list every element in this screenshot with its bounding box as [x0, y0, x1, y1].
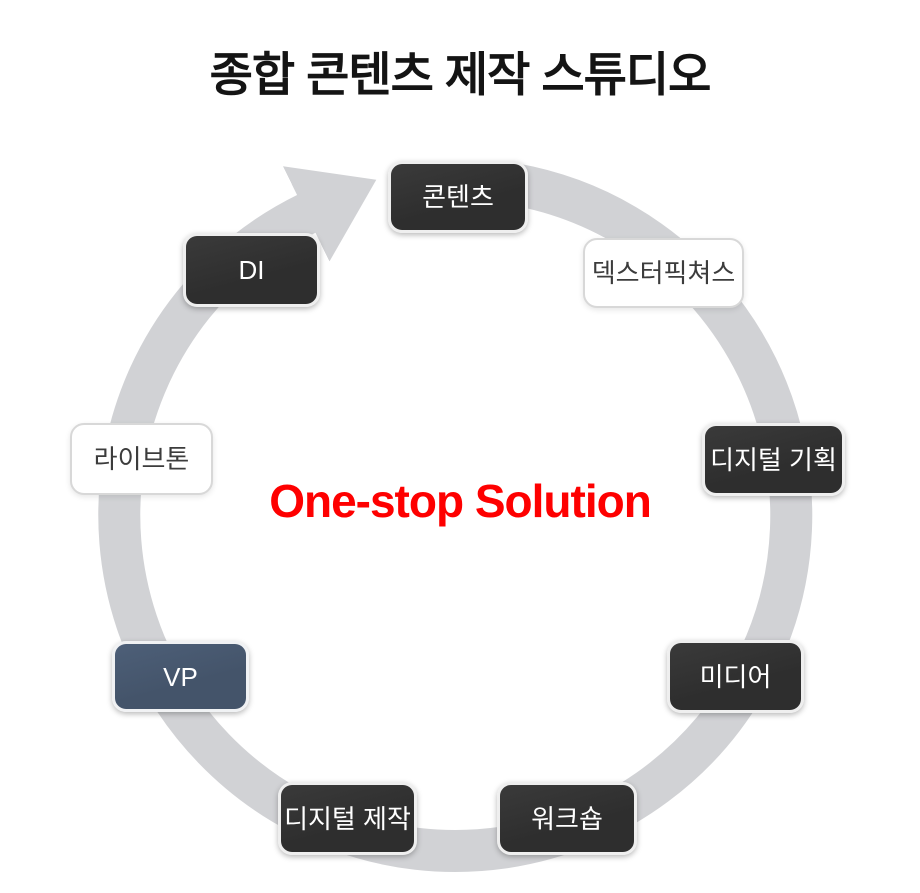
diagram-title: 종합 콘텐츠 제작 스튜디오: [209, 48, 712, 101]
node-digital-planning: 디지털 기획: [702, 423, 845, 496]
node-media: 미디어: [667, 640, 804, 713]
node-di: DI: [183, 233, 320, 307]
node-liveton: 라이브톤: [70, 423, 213, 495]
center-label: One-stop Solution: [269, 475, 652, 527]
node-vp: VP: [112, 641, 249, 712]
node-contents: 콘텐츠: [388, 161, 528, 233]
node-digital-production: 디지털 제작: [278, 782, 417, 855]
node-workshop: 워크숍: [497, 782, 637, 855]
node-dexter-pictures: 덱스터픽쳐스: [583, 238, 744, 308]
